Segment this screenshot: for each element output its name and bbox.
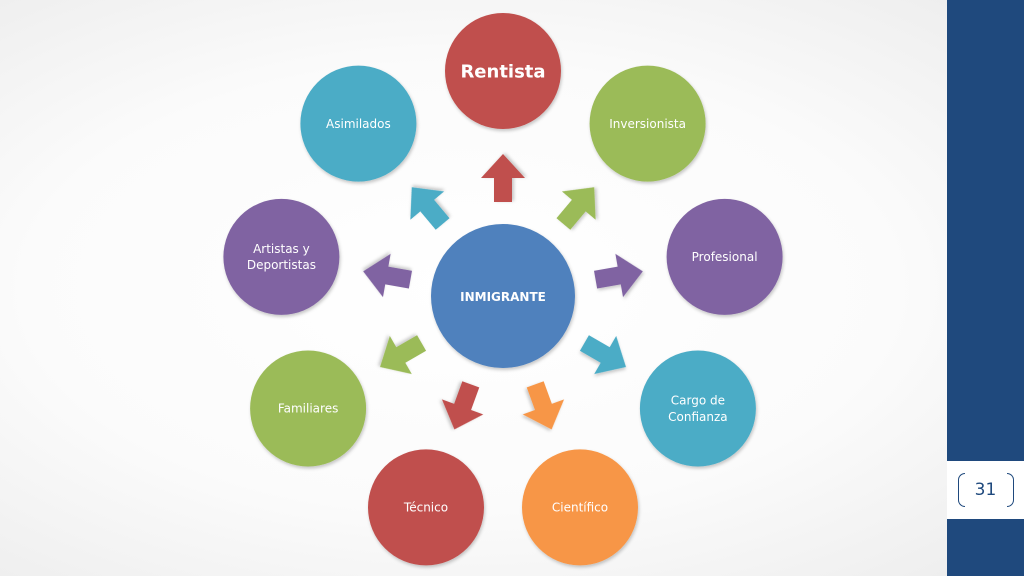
node-circle-tecnico — [368, 449, 484, 566]
node-circle-rentista — [445, 13, 561, 129]
node-label-tecnico: Técnico — [403, 501, 448, 515]
page-number: 31 — [956, 473, 1016, 507]
node-asimilados: Asimilados — [300, 65, 417, 182]
page-number-box: 31 — [947, 461, 1024, 519]
node-label-asimilados: Asimilados — [326, 117, 391, 131]
node-circle-inversionista — [589, 65, 706, 182]
node-cientifico: Científico — [522, 449, 638, 566]
node-label-profesional: Profesional — [692, 250, 758, 264]
node-rentista: Rentista — [445, 13, 561, 129]
center-circle — [431, 224, 575, 368]
arrow-cargo-de-confianza — [579, 335, 626, 375]
arrow-inversionista — [556, 187, 596, 230]
node-circle-cientifico — [522, 449, 638, 566]
arrow-rentista — [481, 154, 525, 202]
node-tecnico: Técnico — [368, 449, 484, 566]
arrow-familiares — [380, 335, 427, 375]
arrow-cientifico — [522, 381, 565, 430]
node-familiares: Familiares — [250, 350, 367, 467]
node-circle-profesional — [666, 198, 783, 315]
node-inversionista: Inversionista — [589, 65, 706, 182]
node-label-inversionista: Inversionista — [609, 117, 686, 131]
node-circle-cargo-de-confianza — [639, 350, 756, 467]
center-label: INMIGRANTE — [460, 290, 546, 304]
arrow-tecnico — [441, 381, 484, 430]
node-label-rentista: Rentista — [460, 61, 545, 82]
node-circle-asimilados — [300, 65, 417, 182]
center-node: INMIGRANTE — [431, 224, 575, 368]
node-label-cientifico: Científico — [552, 501, 608, 515]
node-circle-familiares — [250, 350, 367, 467]
arrow-asimilados — [410, 187, 450, 230]
node-profesional: Profesional — [666, 198, 783, 315]
arrow-profesional — [594, 253, 643, 298]
node-circle-artistas-y-deportistas — [223, 198, 340, 315]
node-label-familiares: Familiares — [278, 402, 339, 416]
arrow-artistas-y-deportistas — [363, 253, 412, 298]
